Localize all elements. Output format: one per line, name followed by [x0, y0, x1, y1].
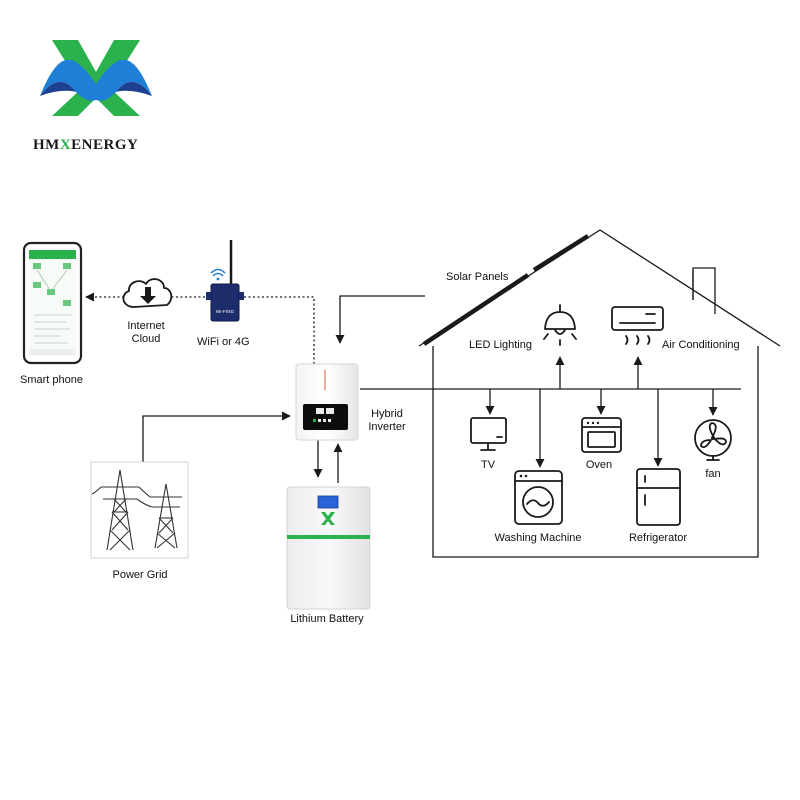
smart-phone-label: Smart phone	[20, 374, 83, 386]
appliance-air-conditioning: Air Conditioning	[611, 306, 740, 351]
washing-machine-label: Washing Machine	[494, 532, 581, 544]
inverter-to-wifi-dotted	[243, 296, 315, 364]
logo-blue-wave	[40, 59, 152, 101]
washing-machine-icon	[514, 470, 563, 525]
refrigerator-label: Refrigerator	[629, 532, 687, 544]
internet-cloud-label-1: Internet	[127, 320, 164, 332]
appliance-oven: Oven	[581, 417, 622, 471]
oven-icon	[581, 417, 622, 453]
smart-phone: Smart phone	[20, 241, 83, 386]
air-conditioning-label: Air Conditioning	[662, 339, 740, 351]
cloud-icon	[122, 278, 173, 308]
tv-icon	[470, 417, 507, 451]
fan-label: fan	[705, 468, 720, 480]
led-lighting-label: LED Lighting	[469, 339, 532, 351]
connections	[85, 292, 741, 483]
solar-panels-label: Solar Panels	[446, 271, 509, 283]
battery-green-stripe	[287, 535, 370, 539]
wifi-signal-icon	[210, 268, 226, 277]
inverter-display	[303, 404, 348, 430]
hybrid-inverter-label-2: Inverter	[368, 421, 406, 433]
solar-panels: Solar Panels	[422, 234, 590, 346]
grid-to-inverter-line	[142, 411, 291, 462]
appliance-fan: fan	[694, 419, 732, 480]
phone-app-header	[29, 250, 76, 259]
solar-to-inverter-line	[335, 295, 425, 344]
wifi-dongle-body	[210, 283, 240, 322]
wifi-dongle-text: WI-FI/4G	[216, 309, 235, 314]
power-tower-icon	[91, 469, 182, 551]
power-grid-frame	[90, 461, 189, 559]
appliance-refrigerator: Refrigerator	[629, 468, 687, 544]
air-conditioner-icon	[611, 306, 664, 345]
logo-dark-wave	[40, 81, 152, 96]
company-logo: HMXENERGY	[33, 40, 152, 153]
solar-panel-1	[422, 273, 530, 346]
logo-green-x	[52, 40, 140, 116]
internet-cloud: Internet Cloud	[122, 278, 173, 345]
fan-icon	[694, 419, 732, 461]
led-lamp-icon	[543, 304, 577, 346]
internet-cloud-label-2: Cloud	[132, 333, 161, 345]
battery-body	[286, 486, 371, 610]
power-grid-label: Power Grid	[112, 569, 167, 581]
chimney-outline	[692, 267, 716, 314]
tv-label: TV	[481, 459, 496, 471]
appliance-washing-machine: Washing Machine	[494, 470, 582, 544]
lithium-battery-label: Lithium Battery	[290, 613, 364, 625]
appliance-tv: TV	[470, 417, 507, 471]
solar-panel-2	[532, 234, 590, 272]
house-roof	[418, 229, 781, 347]
lithium-battery: Lithium Battery	[286, 486, 371, 625]
battery-display	[317, 495, 339, 509]
power-grid: Power Grid	[90, 461, 189, 581]
appliance-led-lighting: LED Lighting	[469, 304, 577, 351]
hybrid-inverter: Hybrid Inverter	[295, 363, 406, 441]
hybrid-inverter-label-1: Hybrid	[371, 408, 403, 420]
wifi-4g-label: WiFi or 4G	[197, 336, 250, 348]
house-outline	[432, 346, 759, 558]
battery-logo-icon	[321, 512, 335, 525]
brand-name: HMXENERGY	[33, 137, 138, 153]
refrigerator-icon	[636, 468, 681, 526]
download-arrow-icon	[140, 287, 156, 304]
wifi-4g-module: WI-FI/4G WiFi or 4G	[197, 240, 250, 348]
oven-label: Oven	[586, 459, 612, 471]
